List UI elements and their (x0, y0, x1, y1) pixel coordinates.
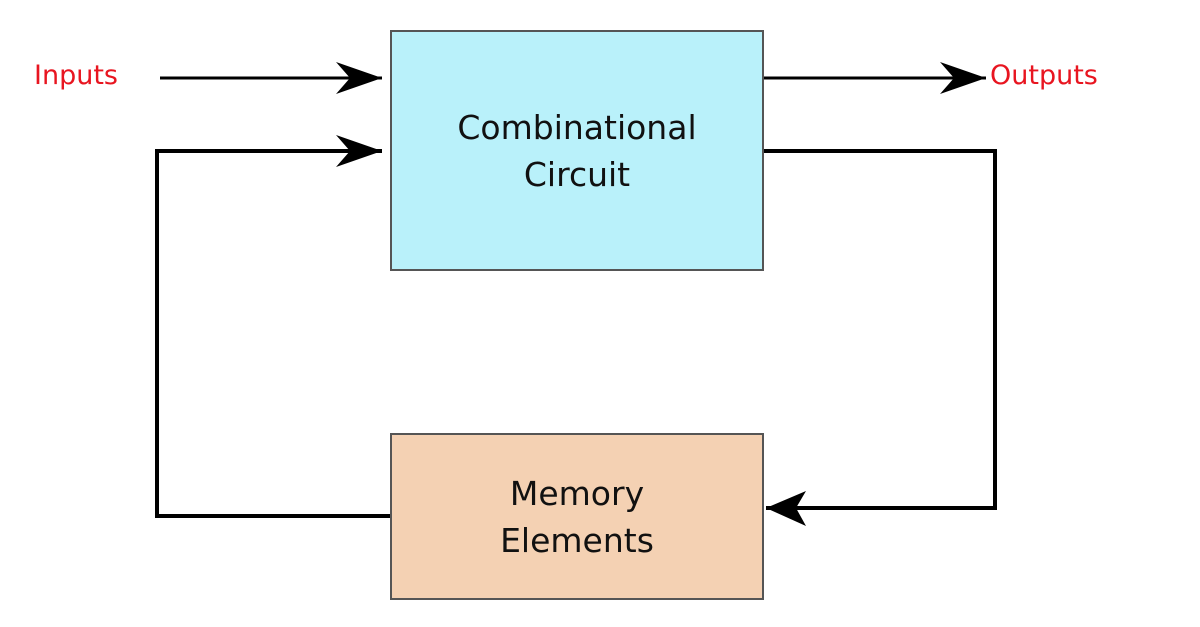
combinational-label-line1: Combinational (457, 107, 697, 147)
memory-label-line2: Elements (500, 520, 654, 560)
feedback-arrowhead-icon (336, 135, 382, 167)
feedback-to-memory-arrow (764, 149, 997, 510)
memory-label-line1: Memory (509, 473, 645, 513)
combinational-circuit-block: Combinational Circuit (390, 30, 764, 271)
output-arrowhead-icon (940, 62, 986, 94)
outputs-label: Outputs (990, 60, 1098, 91)
memory-input-arrowhead-icon (766, 491, 806, 526)
combinational-label-line2: Circuit (523, 154, 631, 194)
memory-to-combinational-arrow (155, 149, 390, 518)
input-arrowhead-icon (336, 62, 382, 94)
memory-elements-block: Memory Elements (390, 433, 764, 600)
inputs-label: Inputs (34, 60, 118, 91)
